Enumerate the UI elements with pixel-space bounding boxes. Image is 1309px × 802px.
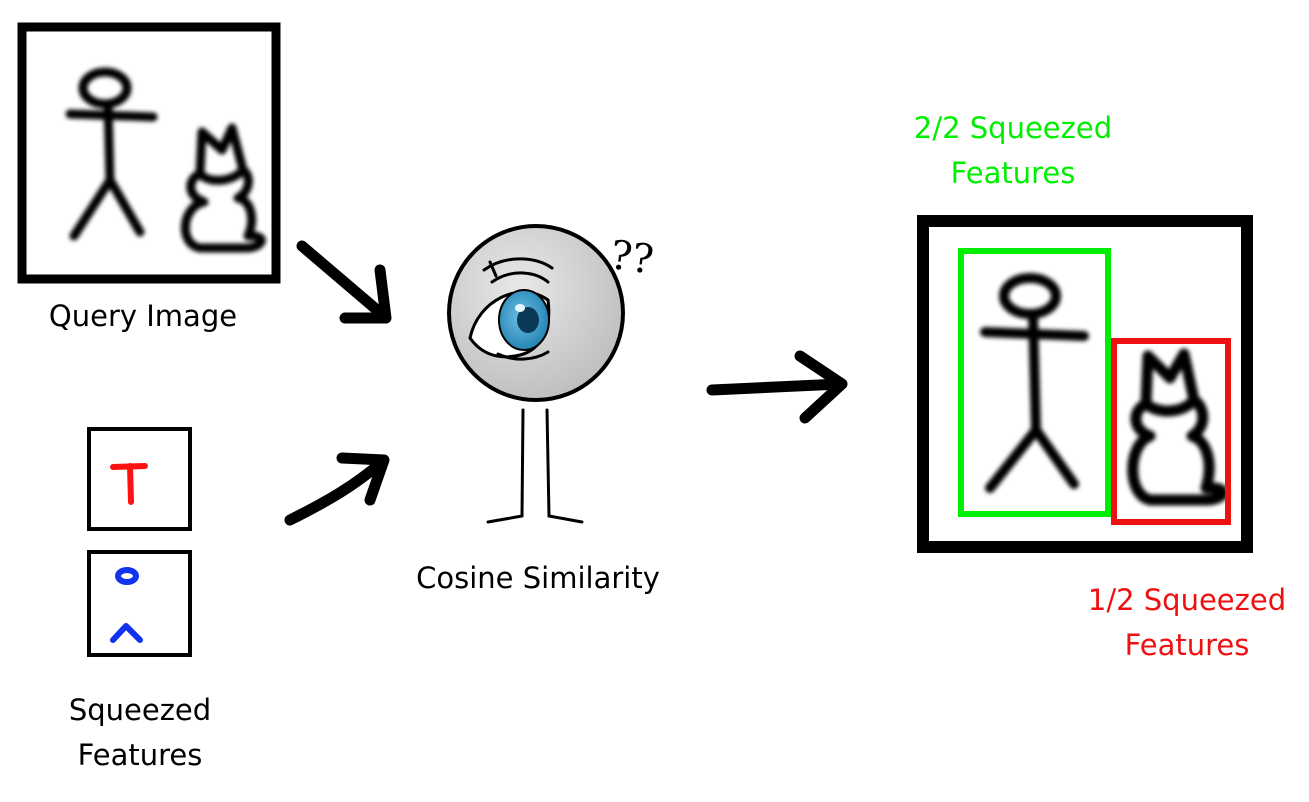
full-match-line1: 2/2 Squeezed	[913, 111, 1113, 145]
full-match-box	[958, 248, 1111, 517]
full-match-line2: Features	[950, 156, 1076, 190]
partial-match-label: 1/2 Squeezed Features	[1054, 578, 1309, 668]
query-image-panel	[17, 22, 281, 284]
head-legs-feature-icon	[110, 567, 143, 643]
legs	[486, 408, 584, 524]
cat-icon	[1127, 348, 1229, 506]
body-feature-icon	[110, 463, 148, 505]
cosine-eye-character: ??	[447, 224, 656, 524]
query-image-frame	[17, 22, 281, 284]
squeezed-features-label: Squeezed Features	[40, 688, 240, 778]
partial-match-line2: Features	[1124, 628, 1250, 662]
squeezed-features-panel	[87, 427, 192, 657]
arrow-query-to-eye	[296, 240, 392, 324]
eye-icon	[468, 289, 551, 359]
arrow-eye-to-result	[706, 350, 848, 424]
full-match-label: 2/2 Squeezed Features	[880, 106, 1146, 196]
cat-icon	[181, 123, 266, 253]
result-image-panel	[917, 215, 1253, 553]
cosine-similarity-text: Cosine Similarity	[416, 561, 660, 595]
partial-match-line1: 1/2 Squeezed	[1087, 583, 1287, 617]
query-image-label: Query Image	[20, 294, 266, 339]
feature-box-body	[87, 427, 192, 531]
squeezed-features-line2: Features	[77, 738, 203, 772]
eyebrow-lines	[482, 257, 554, 361]
partial-match-box	[1111, 338, 1231, 525]
stick-figure-icon	[65, 67, 158, 241]
squeezed-features-line1: Squeezed	[68, 693, 212, 727]
query-image-text: Query Image	[48, 299, 238, 333]
stick-figure-icon	[980, 273, 1089, 493]
thought-marks: ??	[607, 232, 656, 284]
cosine-similarity-label: Cosine Similarity	[388, 556, 688, 601]
arrow-features-to-eye	[284, 452, 390, 526]
